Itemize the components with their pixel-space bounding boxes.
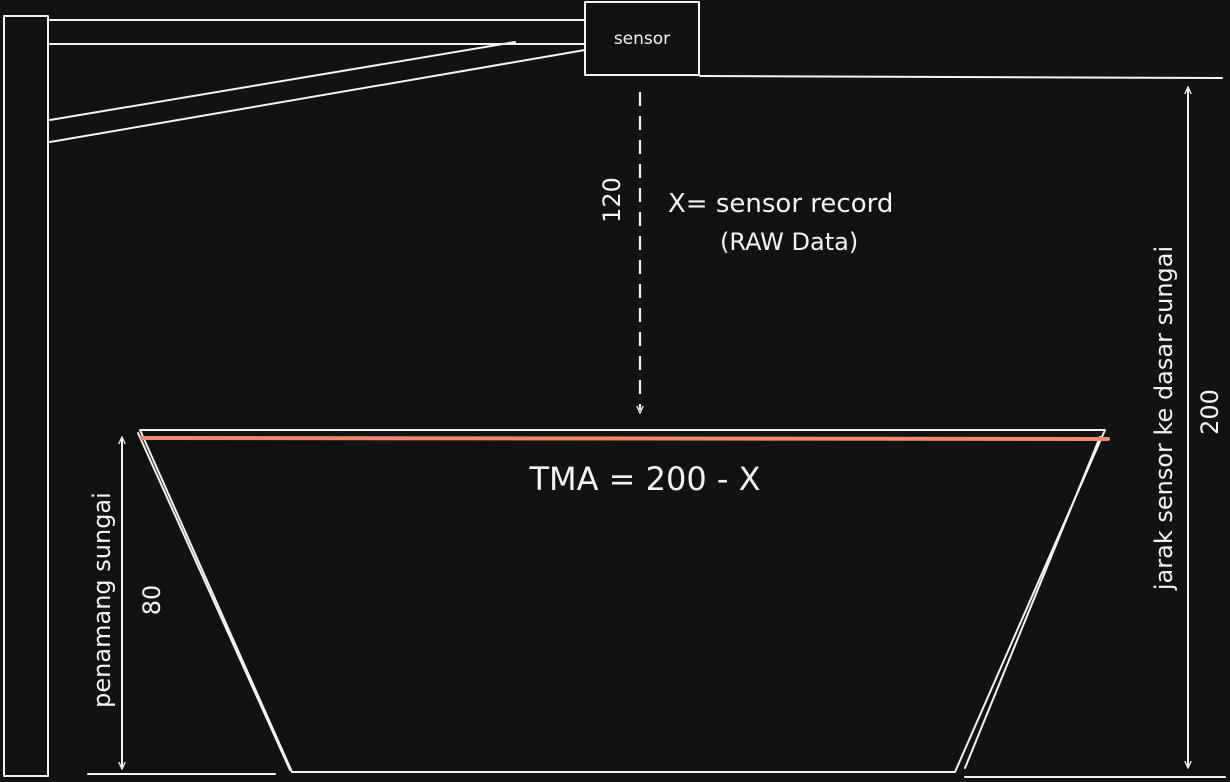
river-cross-section — [139, 429, 1106, 773]
river-bank-left-sketch — [137, 432, 291, 771]
support-boom — [49, 19, 586, 143]
right-axis-value: 200 — [1196, 389, 1224, 435]
raw-distance-value: 120 — [598, 177, 626, 223]
sensor-reference-line — [699, 75, 1223, 79]
raw-note-line1: X= sensor record — [668, 189, 893, 219]
water-level-line — [140, 436, 1110, 441]
left-axis-value: 80 — [138, 585, 166, 616]
tma-formula: TMA = 200 - X — [528, 460, 760, 498]
raw-note-line2: (RAW Data) — [720, 228, 858, 256]
sensor-box: sensor — [584, 1, 700, 76]
support-pole — [3, 15, 49, 777]
sensor-label: sensor — [614, 29, 670, 49]
river-bank-right-sketch — [964, 436, 1101, 769]
right-axis-label: jarak sensor ke dasar sungai — [1150, 246, 1178, 591]
left-axis-label: penamang sungai — [88, 492, 116, 708]
